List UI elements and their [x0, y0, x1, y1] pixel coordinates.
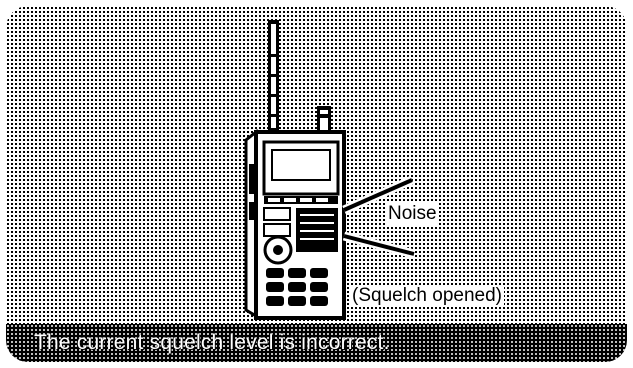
status-caption-bar: The current squelch level is incorrect. [6, 324, 627, 362]
squelch-opened-label: (Squelch opened) [350, 285, 504, 307]
noise-label: Noise [386, 203, 439, 225]
tutorial-panel: Noise (Squelch opened) The current squel… [6, 6, 627, 362]
handheld-transceiver-icon [232, 14, 432, 324]
status-caption: The current squelch level is incorrect. [34, 331, 390, 355]
